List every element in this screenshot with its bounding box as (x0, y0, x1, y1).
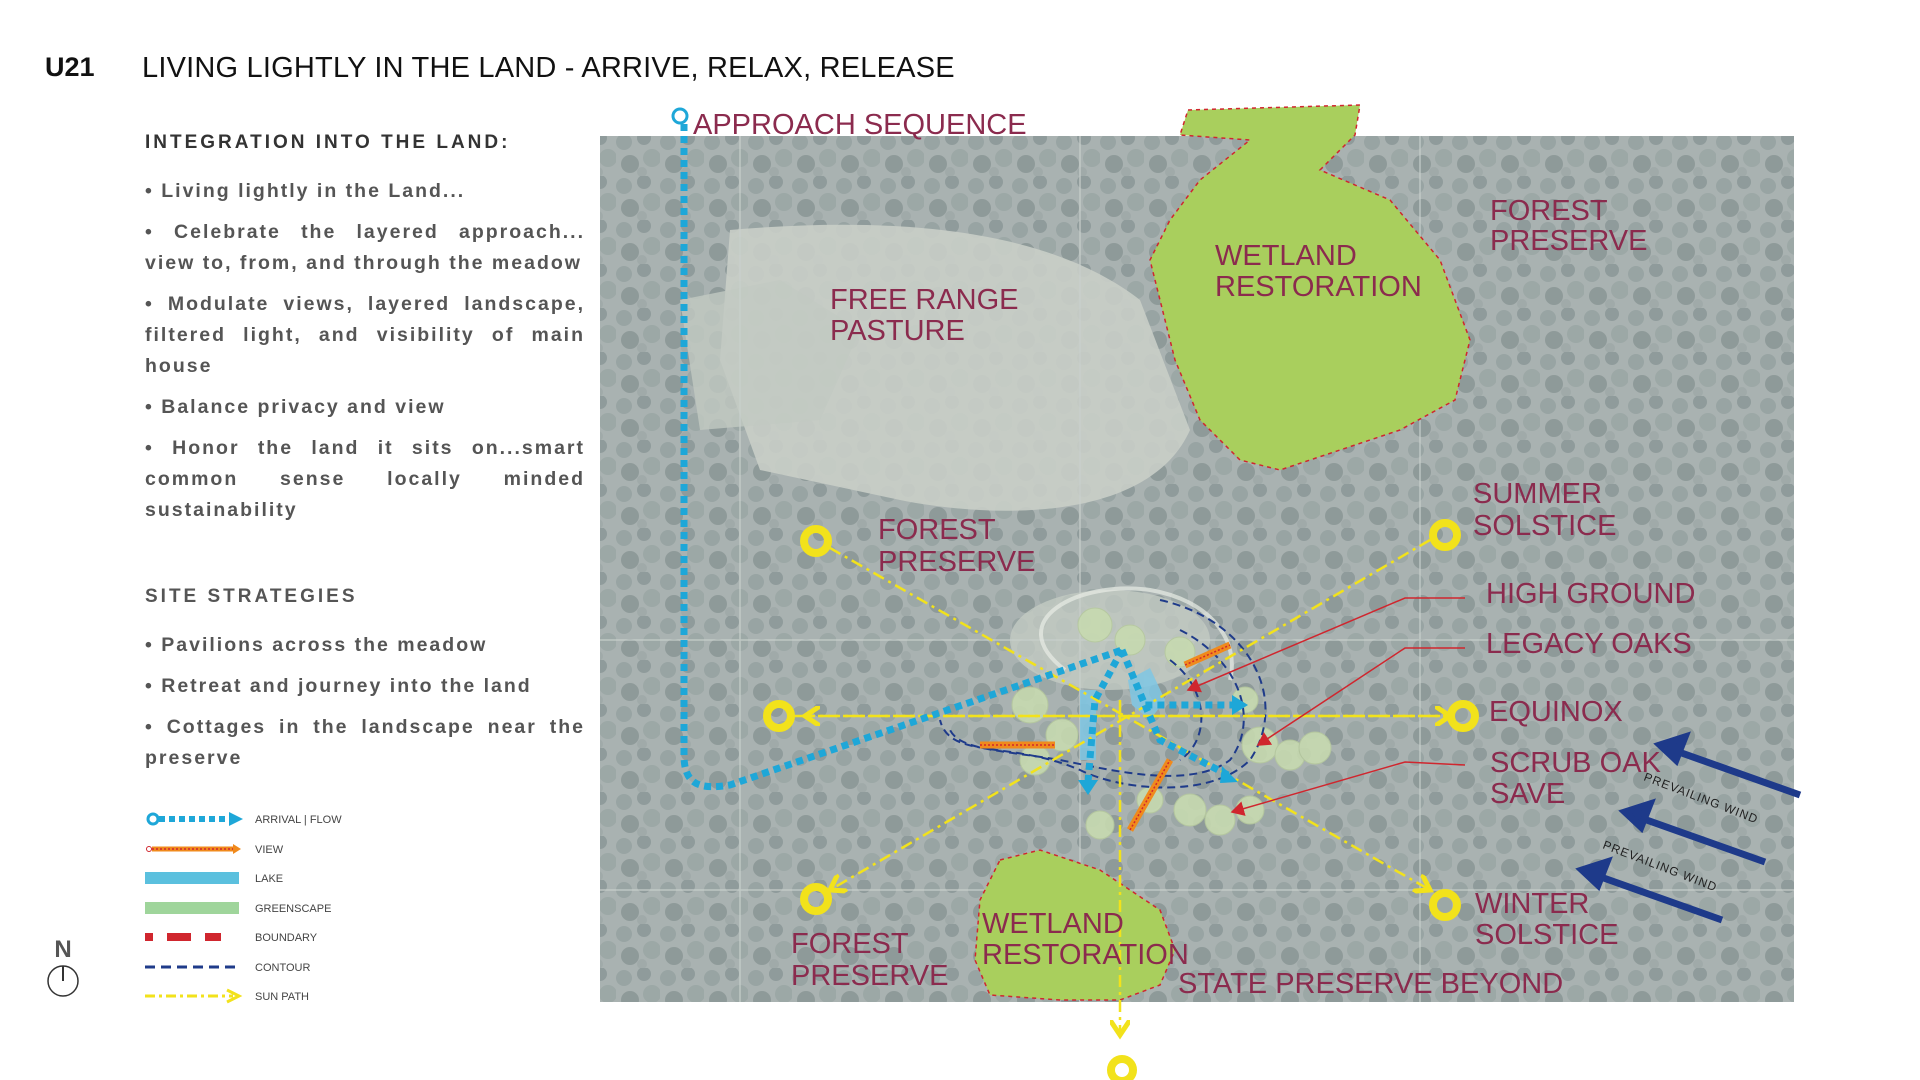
integration-bullet: Modulate views, layered landscape, filte… (145, 289, 585, 382)
wetland-north-label: WETLAND (1215, 240, 1357, 272)
sun-point-forest-south (800, 883, 832, 915)
equinox-label: EQUINOX (1489, 696, 1623, 728)
sun-point-summer-solstice (1429, 519, 1461, 551)
state-preserve-label: STATE PRESERVE BEYOND (1178, 968, 1563, 1000)
free-range-label: PASTURE (830, 315, 965, 347)
sun-point-south (1107, 1055, 1137, 1080)
legend-label: LAKE (255, 873, 284, 885)
meadow-clearing (720, 224, 1190, 511)
forest-ne-label: PRESERVE (1490, 225, 1647, 257)
high-ground-label: HIGH GROUND (1486, 578, 1695, 610)
sun-path-line-icon (145, 988, 243, 1004)
pasture-clearing (680, 280, 860, 430)
integration-bullet: Honor the land it sits on...smart common… (145, 433, 585, 526)
approach-label: APPROACH SEQUENCE (693, 109, 1027, 141)
integration-bullet: Celebrate the layered approach... view t… (145, 217, 585, 279)
legend-item-lake: LAKE (145, 867, 385, 897)
legend-item-greenscape: GREENSCAPE (145, 897, 385, 927)
legend-item-boundary: BOUNDARY (145, 926, 385, 956)
winter-solstice-label: SOLSTICE (1475, 919, 1618, 951)
lake-swatch-icon (145, 872, 239, 884)
legend-item-sun-path: SUN PATH (145, 985, 385, 1015)
legacy-oak-cluster (1011, 607, 1332, 840)
scrub-oak-label: SAVE (1490, 778, 1565, 810)
callout-pointers (1186, 597, 1466, 816)
map-labels: APPROACH SEQUENCE FREE RANGE PASTURE WET… (693, 109, 1695, 1000)
forest-mid-label: FOREST (878, 514, 996, 546)
forest-mid-label: PRESERVE (878, 546, 1035, 578)
sun-point-west (763, 700, 795, 732)
wetland-south-label: RESTORATION (982, 939, 1189, 971)
legend-label: CONTOUR (255, 961, 311, 974)
legend-item-view: VIEW (145, 838, 385, 868)
approach-flow (671, 107, 1248, 795)
view-line-icon (146, 843, 241, 854)
free-range-label: FREE RANGE (830, 284, 1019, 316)
integration-bullet: Living lightly in the Land... (145, 176, 585, 207)
winter-solstice-path (829, 546, 1430, 890)
greenscape-swatch-icon (145, 901, 239, 914)
north-arrow: N (46, 936, 80, 1003)
legacy-oaks-label: LEGACY OAKS (1486, 628, 1692, 660)
forest-sw-label: FOREST (791, 928, 909, 960)
sun-points (763, 519, 1479, 1080)
sun-point-equinox (1447, 700, 1479, 732)
sheet-code: U21 (45, 52, 95, 82)
strategy-bullet: Retreat and journey into the land (145, 671, 585, 702)
legend-label: SUN PATH (255, 991, 309, 1003)
north-arrow-icon (47, 965, 79, 997)
drive-loop (1039, 586, 1234, 681)
strategy-bullet: Pavilions across the meadow (145, 630, 585, 661)
legend-label: GREENSCAPE (255, 902, 332, 915)
scrub-oak-label: SCRUB OAK (1490, 747, 1661, 779)
view-lines (980, 641, 1232, 832)
forest-sw-label: PRESERVE (791, 960, 948, 992)
wetland-south (974, 849, 1176, 1001)
prevailing-wind (1575, 731, 1802, 924)
sun-paths (793, 538, 1450, 1035)
legend-label: VIEW (255, 843, 284, 856)
north-label: N (54, 936, 72, 963)
arrival-flow-line-icon (146, 812, 243, 826)
summer-solstice-path (830, 538, 1431, 890)
strategies-heading: SITE STRATEGIES (145, 586, 358, 607)
summer-solstice-label: SOLSTICE (1473, 510, 1616, 542)
wetland-north-label: RESTORATION (1215, 271, 1422, 303)
wetland-south-label: WETLAND (982, 908, 1124, 940)
legend-item-arrival: ARRIVAL | FLOW (145, 808, 385, 838)
legend-item-contour: CONTOUR (145, 956, 385, 986)
forest-ne-label: FOREST (1490, 195, 1608, 227)
wetland-north (1149, 104, 1471, 471)
sun-point-forest-north (800, 525, 832, 557)
legend: ARRIVAL | FLOW VIEW LAKE GREENSCAPE BOUN… (145, 808, 385, 1015)
sun-point-winter-solstice (1429, 889, 1461, 921)
text-panel: INTEGRATION INTO THE LAND: Living lightl… (145, 130, 585, 784)
boundary-line-icon (145, 933, 235, 941)
summer-solstice-label: SUMMER (1473, 478, 1602, 510)
legend-label: BOUNDARY (255, 932, 318, 944)
sheet-title: LIVING LIGHTLY IN THE LAND - ARRIVE, REL… (142, 52, 955, 84)
integration-heading: INTEGRATION INTO THE LAND: (145, 132, 511, 153)
contours (939, 599, 1267, 789)
winter-solstice-label: WINTER (1475, 888, 1589, 920)
legend-label: ARRIVAL | FLOW (255, 814, 342, 826)
integration-bullet: Balance privacy and view (145, 392, 585, 423)
approach-start-icon (671, 107, 689, 125)
strategy-bullet: Cottages in the landscape near the prese… (145, 712, 585, 774)
